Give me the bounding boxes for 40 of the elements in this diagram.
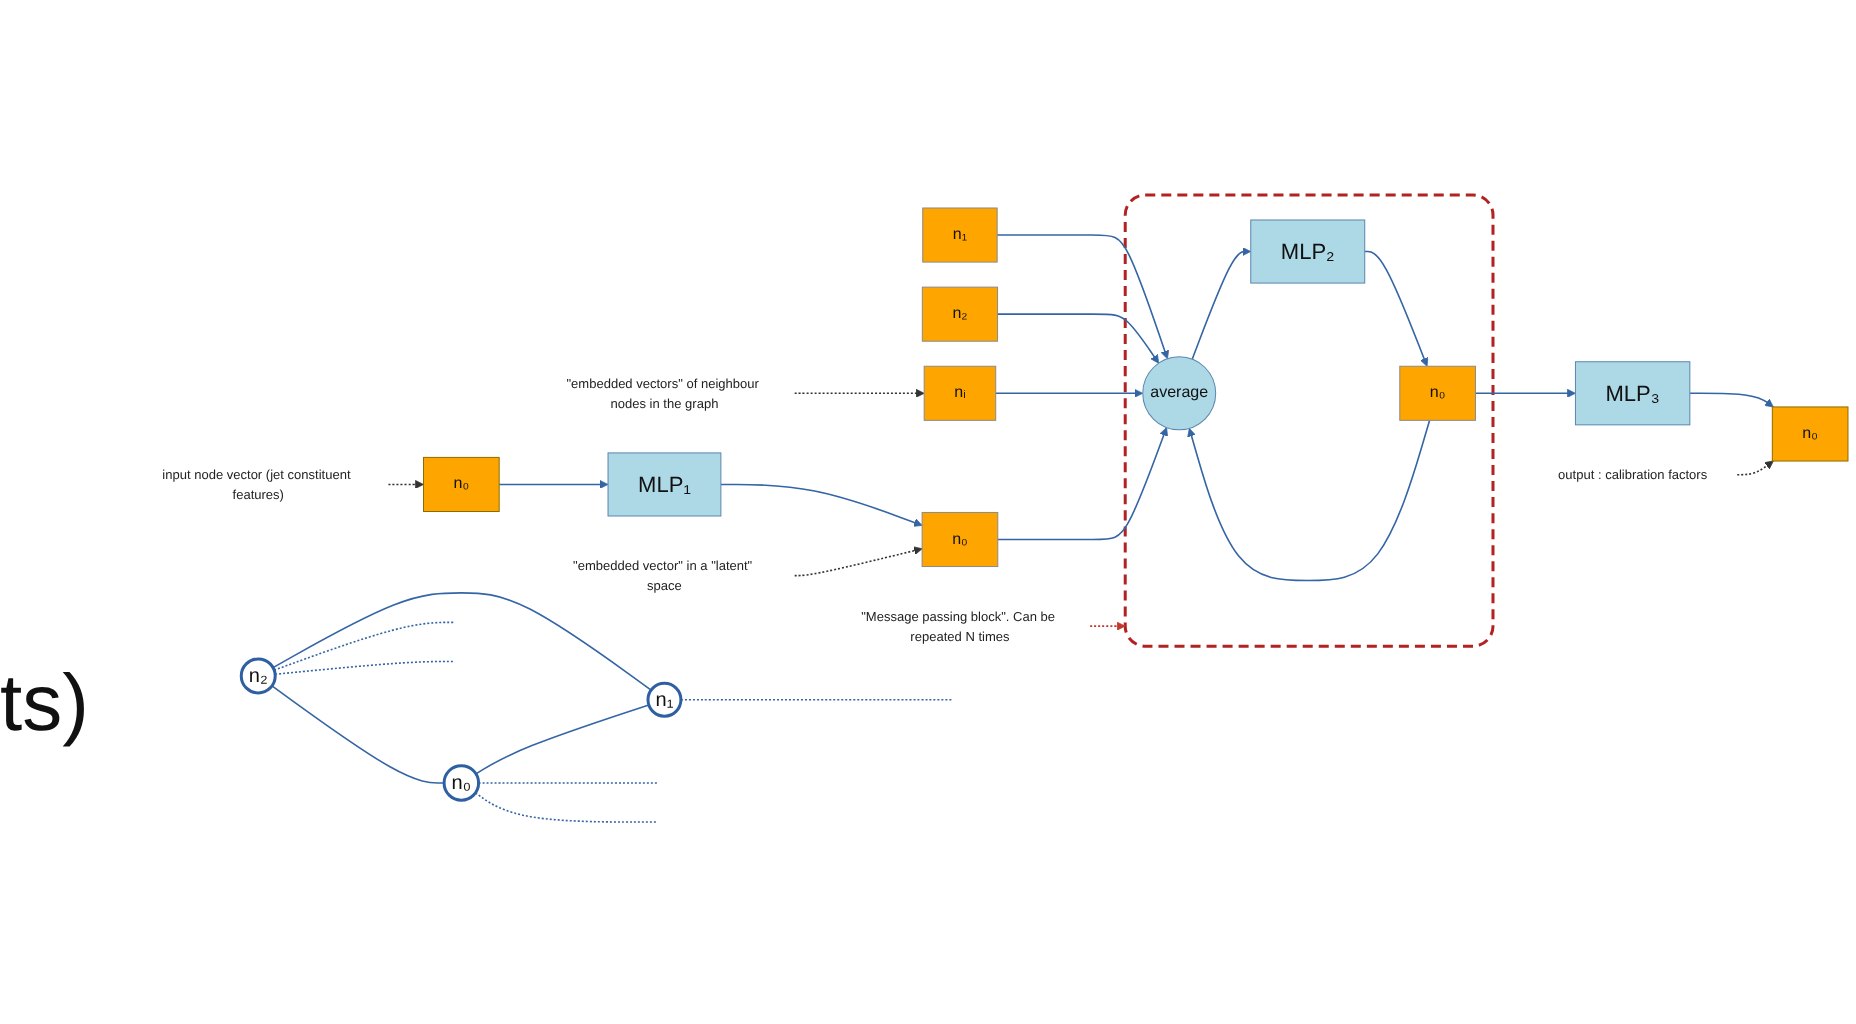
arrow bbox=[720, 483, 923, 527]
node-circle: n₁ bbox=[646, 681, 683, 718]
arrow bbox=[1363, 250, 1429, 367]
arrow bbox=[996, 313, 1160, 364]
arrow bbox=[1689, 392, 1774, 408]
partial-text: ts) bbox=[0, 660, 89, 750]
node-box: MLP₃ bbox=[1574, 361, 1691, 426]
arrow bbox=[1187, 419, 1431, 582]
connector-line bbox=[477, 782, 659, 784]
node-box: n₂ bbox=[921, 286, 999, 342]
connector-line bbox=[474, 792, 659, 823]
leader-line bbox=[793, 388, 925, 398]
node-box: n₀ bbox=[1399, 365, 1476, 421]
leader-line bbox=[1089, 621, 1126, 631]
node-box: n₀ bbox=[921, 511, 999, 568]
leader-line bbox=[1736, 460, 1774, 476]
leader-line bbox=[387, 480, 424, 489]
node-box: MLP₁ bbox=[607, 452, 722, 517]
node-box: n₁ bbox=[922, 207, 998, 263]
connector-line bbox=[272, 592, 652, 691]
connector-line bbox=[271, 685, 445, 784]
connector-line bbox=[475, 704, 650, 775]
arrow bbox=[1474, 388, 1576, 398]
cluster bbox=[1123, 193, 1495, 648]
arrow bbox=[994, 388, 1144, 398]
node-circle: average bbox=[1142, 356, 1217, 431]
arrow bbox=[1191, 247, 1252, 360]
arrow bbox=[996, 234, 1170, 360]
arrow bbox=[997, 427, 1168, 541]
node-box: MLP₂ bbox=[1250, 219, 1366, 284]
node-box: n₀ bbox=[423, 456, 500, 512]
node-circle: n₀ bbox=[442, 764, 481, 802]
connector-line bbox=[273, 621, 456, 671]
arrow bbox=[498, 480, 609, 489]
connector-line bbox=[274, 660, 456, 676]
node-box: n₀ bbox=[1771, 406, 1849, 462]
node-box: nᵢ bbox=[923, 365, 997, 421]
connector-line bbox=[680, 698, 954, 701]
node-circle: n₂ bbox=[239, 657, 277, 695]
leader-line bbox=[793, 546, 923, 577]
